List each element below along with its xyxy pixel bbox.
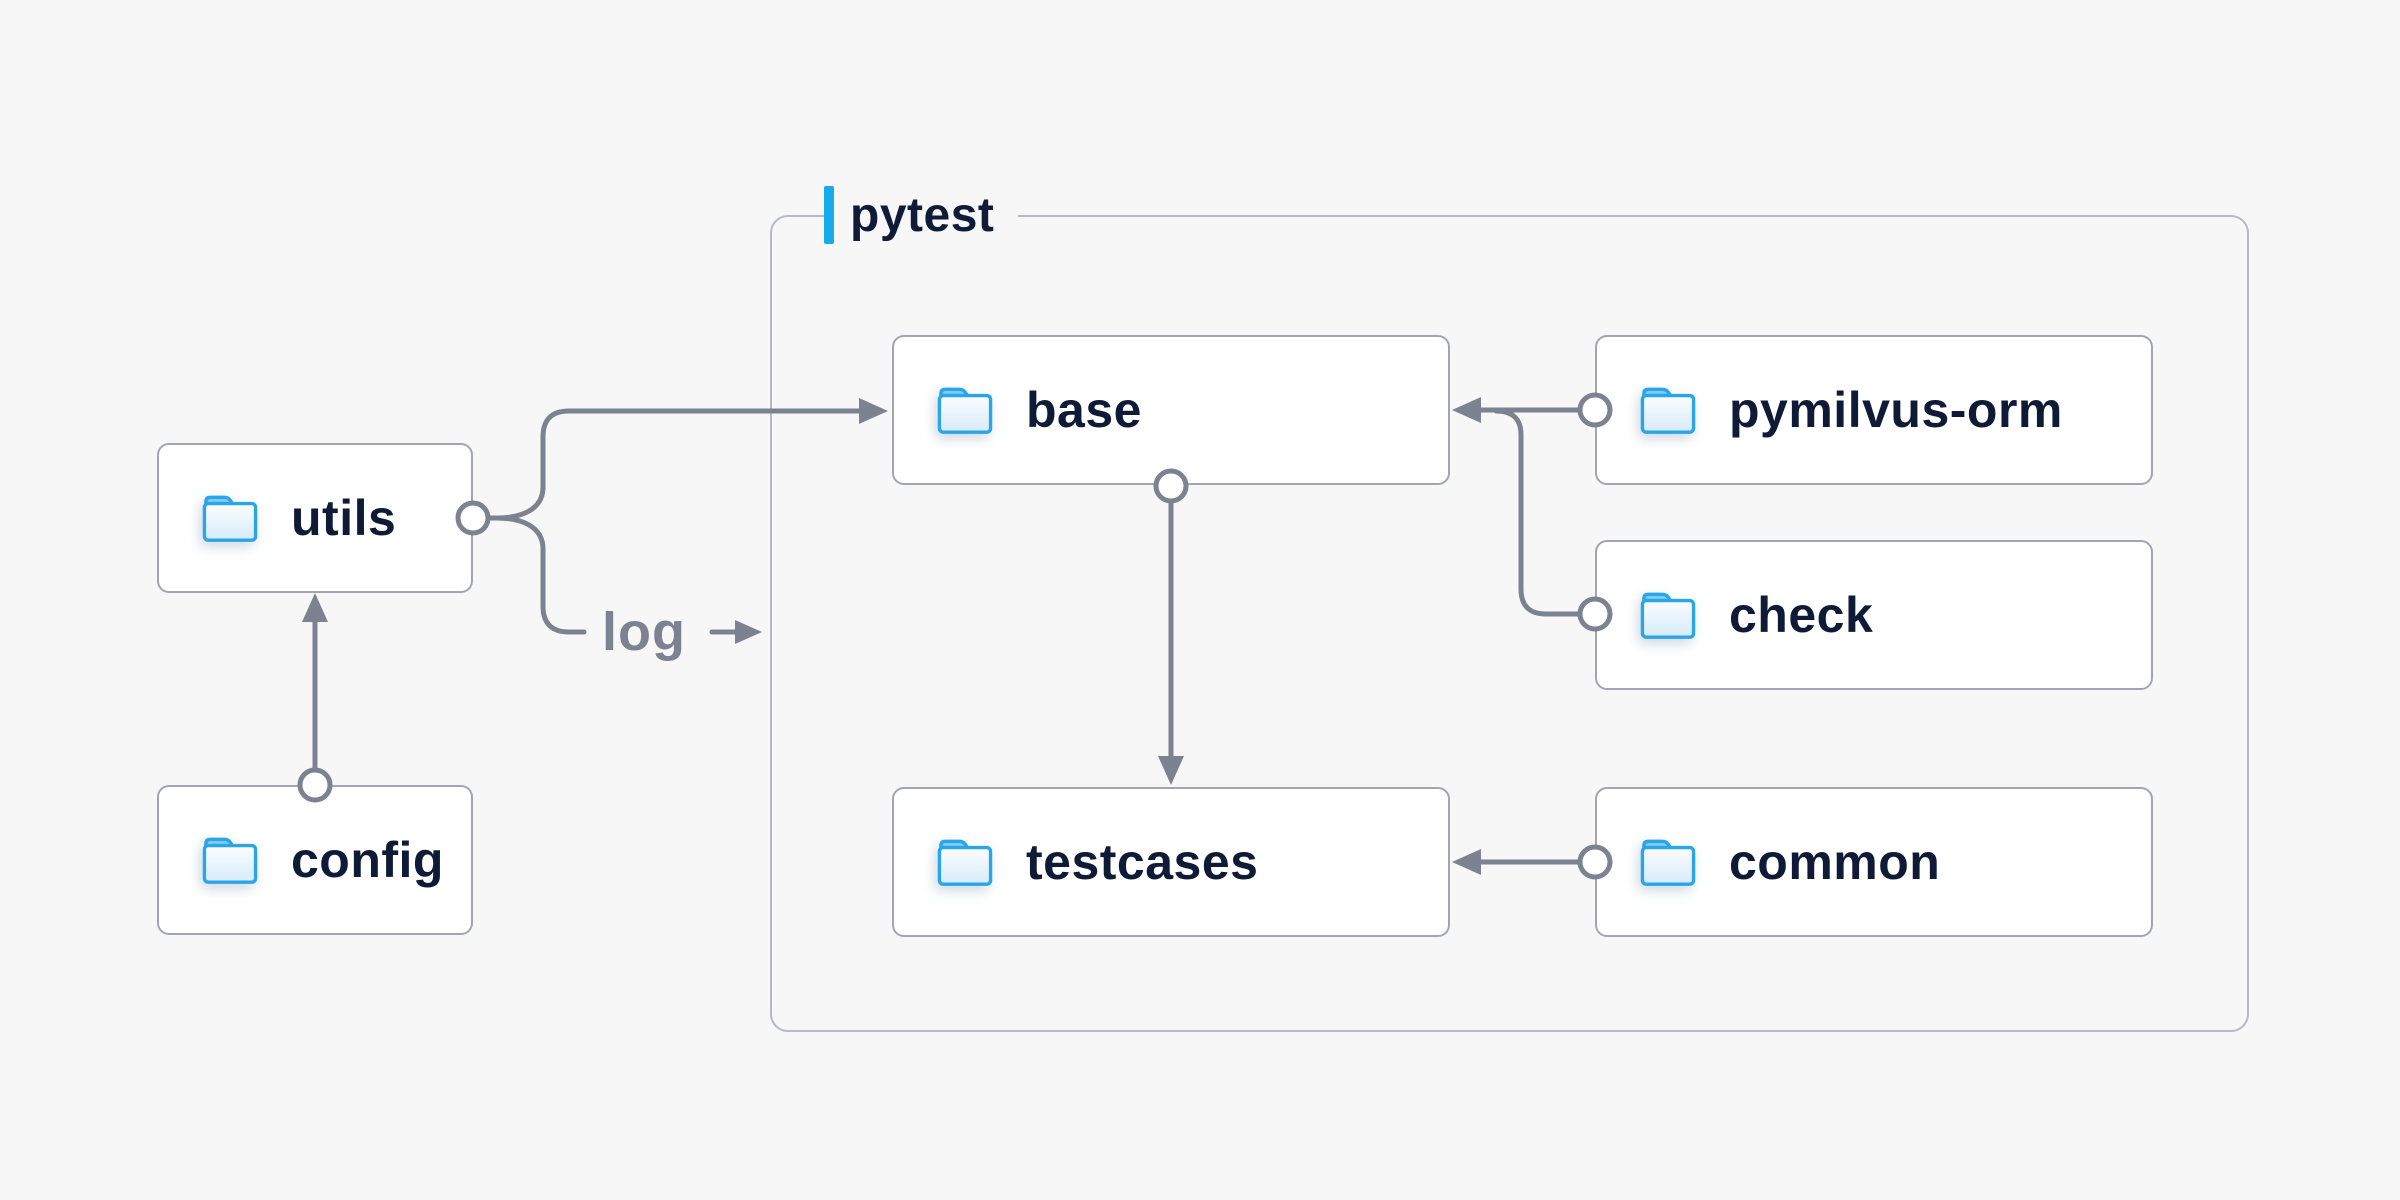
arrowhead-config-utils	[302, 593, 328, 622]
pytest-group-label: pytest	[824, 184, 1019, 246]
pytest-group	[770, 215, 2249, 1032]
node-testcases: testcases	[892, 787, 1450, 937]
folder-icon	[202, 837, 258, 884]
node-label: common	[1729, 834, 1941, 890]
node-common: common	[1595, 787, 2153, 937]
node-label: check	[1729, 587, 1874, 643]
node-label: config	[291, 832, 444, 888]
node-utils: utils	[157, 443, 473, 593]
node-base: base	[892, 335, 1450, 485]
folder-icon	[1640, 839, 1696, 886]
folder-icon	[1640, 592, 1696, 639]
node-label: testcases	[1026, 834, 1259, 890]
log-edge-label: log	[602, 602, 686, 662]
folder-icon	[1640, 387, 1696, 434]
edge-utils-log	[486, 515, 587, 635]
accent-bar	[824, 186, 834, 244]
folder-icon	[202, 495, 258, 542]
node-label: utils	[291, 490, 397, 546]
node-label: pymilvus-orm	[1729, 382, 2063, 438]
node-check: check	[1595, 540, 2153, 690]
node-pymilvus-orm: pymilvus-orm	[1595, 335, 2153, 485]
folder-icon	[937, 387, 993, 434]
node-config: config	[157, 785, 473, 935]
pytest-group-title: pytest	[850, 188, 995, 242]
arrowhead-log	[735, 620, 762, 644]
folder-icon	[937, 839, 993, 886]
node-label: base	[1026, 382, 1142, 438]
